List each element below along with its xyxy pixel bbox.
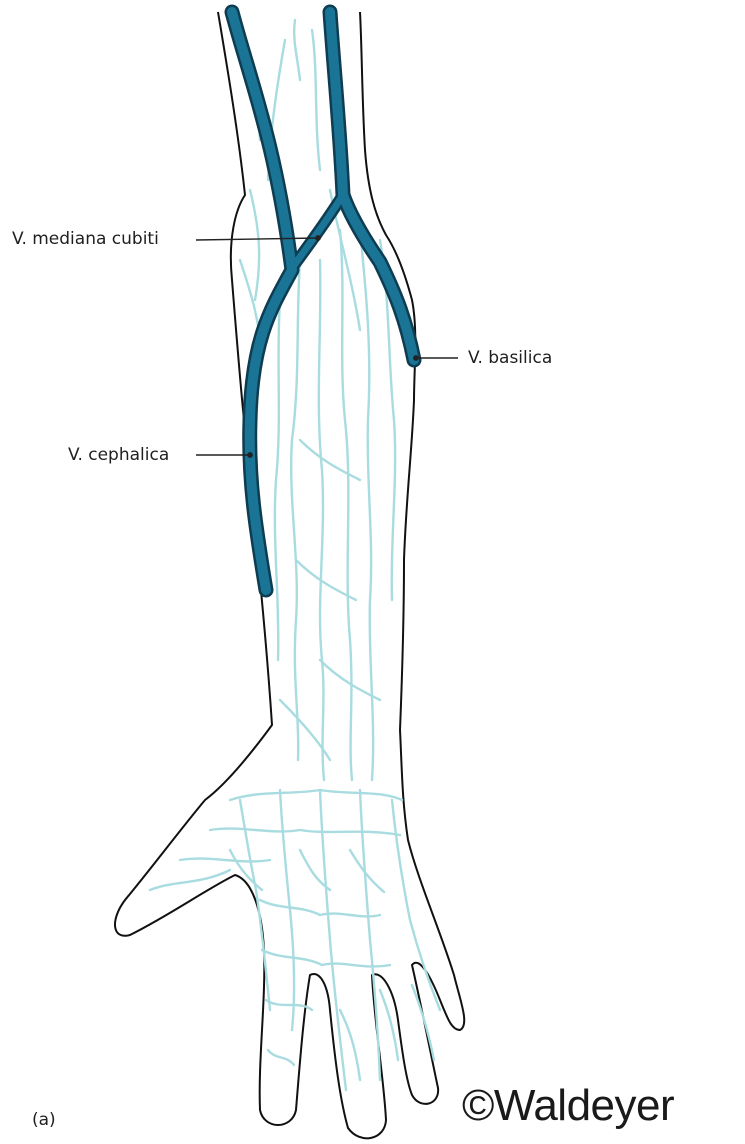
leader-dot-mediana	[316, 236, 320, 240]
leader-dot-cephalica	[248, 453, 252, 457]
label-vena-basilica: V. basilica	[468, 350, 552, 367]
copyright-watermark: ©Waldeyer	[462, 1084, 674, 1128]
panel-label: (a)	[32, 1112, 56, 1129]
arm-outline	[115, 12, 464, 1138]
label-vena-mediana-cubiti: V. mediana cubiti	[12, 231, 159, 248]
leader-dot-basilica	[414, 356, 418, 360]
label-vena-cephalica: V. cephalica	[68, 447, 169, 464]
